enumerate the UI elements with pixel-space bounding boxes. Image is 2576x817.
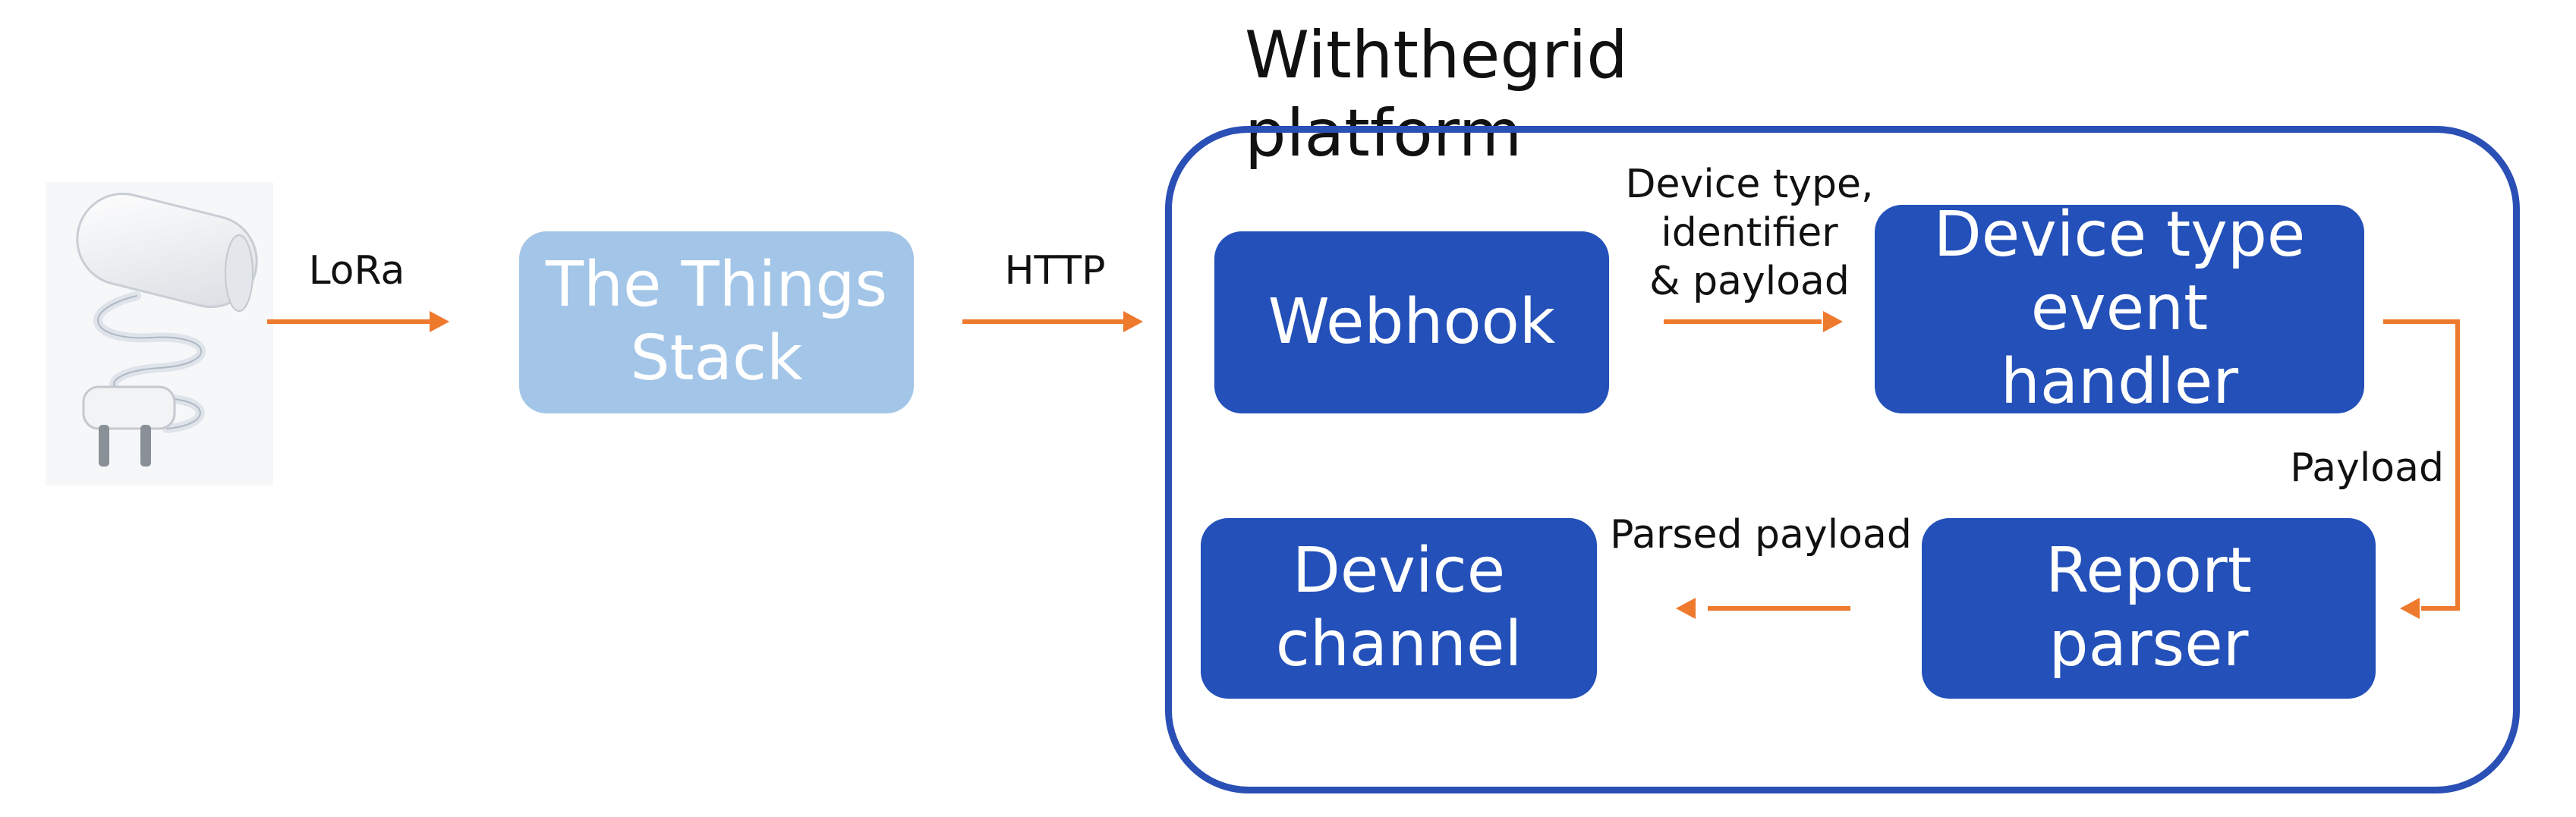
lora-label: LoRa [308,248,405,294]
payload-label: Payload [2290,445,2444,491]
report-parser-box: Report parser [1922,518,2376,699]
platform-frame [1165,126,2520,793]
parsed-payload-label: Parsed payload [1610,512,1912,558]
event-handler-box: Device type event handler [1875,199,2364,418]
device-type-label-line3: & payload [1649,259,1850,304]
the-things-stack-box: The Things Stack [519,231,914,413]
platform-title: Withthegrid platform [1245,17,1628,172]
handler-to-parser-arrow [2383,319,2460,611]
device-type-label-line1: Device type, [1625,162,1874,207]
device-channel-box: Device channel [1201,518,1597,699]
device-type-label-line2: identifier [1661,210,1838,256]
http-label: HTTP [1004,248,1106,294]
webhook-box: Webhook [1214,231,1609,413]
sensor-device-image [46,182,273,485]
